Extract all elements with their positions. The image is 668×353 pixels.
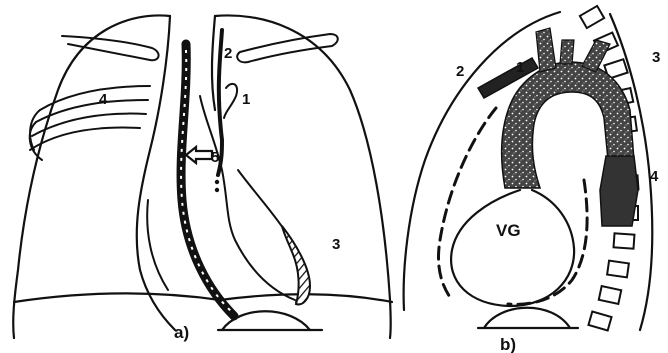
- heart-left-border: [238, 170, 303, 302]
- diaphragm-line: [14, 293, 392, 302]
- marker-a-4: 4: [99, 91, 108, 108]
- hatched-border-3: [282, 226, 310, 304]
- clavicle-left: [237, 34, 338, 62]
- marker-b-2: 2: [456, 63, 464, 80]
- marker-a-2: 2: [224, 45, 232, 62]
- panel-b: 1 2 3 4 VG b): [404, 6, 661, 353]
- rib-line-1: [40, 86, 150, 110]
- marker-a-1: 1: [242, 91, 250, 108]
- descending-aorta: [600, 156, 638, 226]
- marker-b-1: 1: [516, 59, 524, 76]
- chest-outline: [404, 12, 560, 310]
- caption-b: b): [500, 335, 516, 353]
- aortic-knob-1: [224, 84, 237, 118]
- left-ventricle-outline: [451, 190, 574, 306]
- caption-a: a): [174, 323, 189, 342]
- ventricle-label: VG: [496, 221, 521, 240]
- marker-b-3: 3: [652, 49, 660, 66]
- rib-line-4: [30, 128, 140, 150]
- esophagus-tube: [181, 44, 234, 316]
- left-lung-medial-border: [212, 16, 215, 110]
- heart-right-border: [147, 200, 168, 290]
- marker-a-3: 3: [332, 236, 340, 253]
- marker-b-4: 4: [650, 168, 659, 185]
- marker-a-5: 5: [211, 149, 219, 166]
- mediastinum-outline: [200, 96, 295, 300]
- right-lung-medial-border: [137, 16, 175, 330]
- arrow-5-icon: [186, 147, 212, 163]
- panel-a: 1 2 3 4 5 a): [13, 15, 392, 342]
- bottom-dome-b: [484, 308, 570, 328]
